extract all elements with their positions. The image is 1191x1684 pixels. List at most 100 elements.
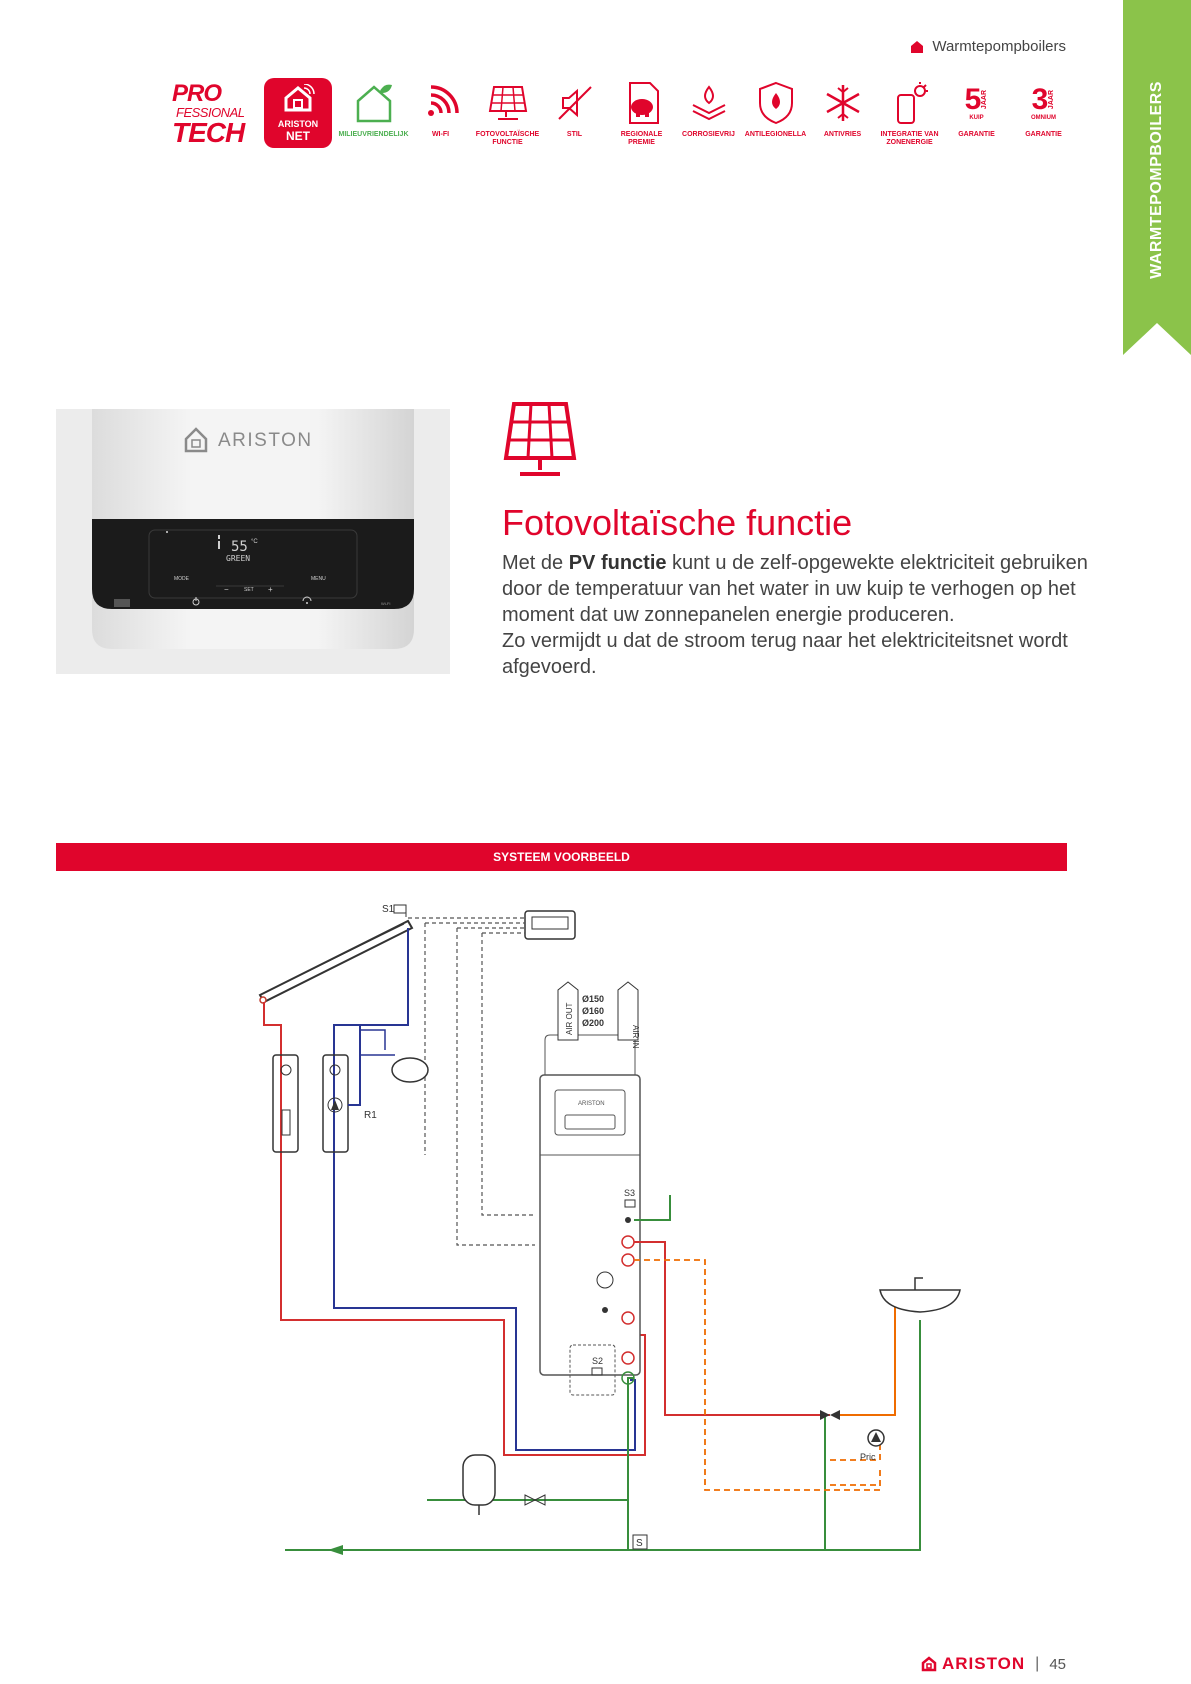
warranty-sub: KUIP <box>969 115 984 121</box>
solar-panel-icon <box>503 402 577 476</box>
plus-button[interactable]: + <box>268 585 273 594</box>
system-example-header: SYSTEEM VOORBEELD <box>56 843 1067 871</box>
anticorrosion-icon <box>692 85 725 121</box>
boiler-control-panel-illustration: ARISTON 55 °C GREEN MODE MENU − SET + Wi… <box>56 409 450 674</box>
footer-brand: ARISTON <box>941 1654 1026 1673</box>
feature-label: MILIEUVRIENDELIJK <box>338 131 409 138</box>
feature-icons: MILIEUVRIENDELIJK Wi-Fi FOTOVOLTAÏSCHE F… <box>338 78 1077 147</box>
warranty-number: 5 <box>964 83 982 116</box>
feature-pv: FOTOVOLTAÏSCHE FUNCTIE <box>474 78 541 147</box>
warranty-number: 3 <box>1031 83 1049 116</box>
footer-logo: ARISTON <box>921 1654 1025 1674</box>
feature-label: STIL <box>566 131 583 138</box>
power-icon[interactable] <box>192 597 200 606</box>
pro-logo-line3: TECH <box>172 117 245 148</box>
feature-premium: REGIONALE PREMIE <box>608 78 675 147</box>
air-out-label: AIR OUT <box>565 1002 574 1035</box>
feature-label: ANTILEGIONELLA <box>744 131 807 138</box>
expansion-vessel <box>462 1454 496 1515</box>
sensor-label-s3: S3 <box>624 1188 635 1198</box>
feature-label: GARANTIE <box>958 131 995 138</box>
page-footer: ARISTON | 45 <box>921 1654 1066 1674</box>
diameter-200: Ø200 <box>582 1018 604 1028</box>
professional-tech-logo: PRO FESSIONAL TECH <box>172 82 252 147</box>
ariston-house-icon <box>921 1656 937 1672</box>
wifi-label: Wi-Fi <box>381 601 390 606</box>
description-paragraph-2: Zo vermijdt u dat de stroom terug naar h… <box>502 630 1068 678</box>
wifi-icon <box>427 85 459 116</box>
section-side-tab: WARMTEPOMPBOILERS <box>1123 0 1191 355</box>
ariston-net-logo: ARISTON NET <box>264 78 332 148</box>
product-photo: ARISTON 55 °C GREEN MODE MENU − SET + Wi… <box>56 409 450 674</box>
air-in-label: AIR IN <box>631 1025 640 1049</box>
tank-brand: ARISTON <box>578 1101 605 1107</box>
warranty-unit: JAAR <box>1048 90 1056 110</box>
text-prefix: Met de <box>502 552 569 574</box>
sun-tank-icon <box>896 82 928 124</box>
display-unit: °C <box>251 539 258 545</box>
feature-silent: STIL <box>541 78 608 147</box>
feature-warranty-5: 5 JAAR KUIP GARANTIE <box>943 78 1010 147</box>
sink <box>879 1277 961 1313</box>
feature-eco: MILIEUVRIENDELIJK <box>338 78 409 147</box>
warranty-sub: OMNIUM <box>1031 115 1056 121</box>
solar-collector: S1 <box>258 904 414 1004</box>
breadcrumb[interactable]: Warmtepompboilers <box>910 38 1066 55</box>
feature-anticorrosion: CORROSIEVRIJ <box>675 78 742 147</box>
wifi-icon <box>302 596 312 604</box>
sensor-label-s1: S1 <box>382 904 395 915</box>
display-mode: GREEN <box>226 554 250 563</box>
footer-separator: | <box>1035 1655 1040 1672</box>
house-leaf-icon <box>356 84 392 123</box>
warranty-3-icon: 3 JAAR OMNIUM <box>1019 78 1069 128</box>
breadcrumb-label: Warmtepompboilers <box>932 38 1066 55</box>
set-button[interactable]: SET <box>244 587 254 593</box>
warranty-5-icon: 5 JAAR KUIP <box>952 78 1002 128</box>
diameter-150: Ø150 <box>582 994 604 1004</box>
feature-label: Wi-Fi <box>431 131 450 138</box>
feature-label: CORROSIEVRIJ <box>682 131 735 138</box>
feature-label: FOTOVOLTAÏSCHE FUNCTIE <box>475 131 540 147</box>
shield-drop-icon <box>758 81 793 125</box>
feature-label: REGIONALE PREMIE <box>620 131 663 147</box>
feature-wifi: Wi-Fi <box>407 78 474 147</box>
heat-pump-boiler: ARISTON AIR OUT AIR IN Ø150 Ø160 Ø200 S3… <box>539 981 641 1396</box>
recirculation-pump <box>867 1429 885 1447</box>
label-pric: Pric <box>860 1452 876 1462</box>
label-safety-s: S <box>636 1538 643 1549</box>
diameter-160: Ø160 <box>582 1006 604 1016</box>
pro-logo-line2: FESSIONAL <box>176 105 245 120</box>
feature-label: INTEGRATIE VAN ZONENERGIE <box>880 131 939 147</box>
solar-pump-station: R1 <box>272 1025 429 1153</box>
home-icon <box>911 40 924 53</box>
pro-logo-line1: PRO <box>172 80 222 107</box>
feature-solar-integration: INTEGRATIE VAN ZONENERGIE <box>876 78 943 147</box>
side-tab-label: WARMTEPOMPBOILERS <box>1148 81 1165 279</box>
solar-panel-icon <box>488 86 527 120</box>
feature-antilegionella: ANTILEGIONELLA <box>742 78 809 147</box>
net-logo-line2: NET <box>286 129 310 143</box>
menu-button[interactable]: MENU <box>311 576 326 582</box>
snowflake-icon <box>825 85 860 121</box>
section-description: Met de PV functie kunt u de zelf-opgewek… <box>502 550 1092 680</box>
section-title: Fotovoltaïsche functie <box>502 502 853 543</box>
product-brand-text: ARISTON <box>218 430 313 451</box>
page-number: 45 <box>1049 1655 1066 1673</box>
system-diagram: S1 R1 ARISTON AIR OUT AIR IN Ø1 <box>258 904 961 1555</box>
warranty-unit: JAAR <box>981 90 989 110</box>
minus-button[interactable]: − <box>224 585 229 594</box>
mute-icon <box>557 86 592 120</box>
piggy-bank-icon <box>628 82 659 124</box>
house-wifi-icon <box>284 83 315 112</box>
mode-button[interactable]: MODE <box>174 576 190 582</box>
label-r1: R1 <box>364 1110 377 1121</box>
display-temperature: 55 <box>231 539 248 555</box>
controller-unit <box>524 910 576 940</box>
sensor-label-s2: S2 <box>592 1356 603 1366</box>
feature-label: ANTIVRIES <box>823 131 862 138</box>
text-highlight: PV functie <box>568 552 667 574</box>
description-paragraph-1: Met de PV functie kunt u de zelf-opgewek… <box>502 550 1092 628</box>
feature-warranty-3: 3 JAAR OMNIUM GARANTIE <box>1010 78 1077 147</box>
net-logo-line1: ARISTON <box>277 119 319 129</box>
feature-label: GARANTIE <box>1025 131 1062 138</box>
